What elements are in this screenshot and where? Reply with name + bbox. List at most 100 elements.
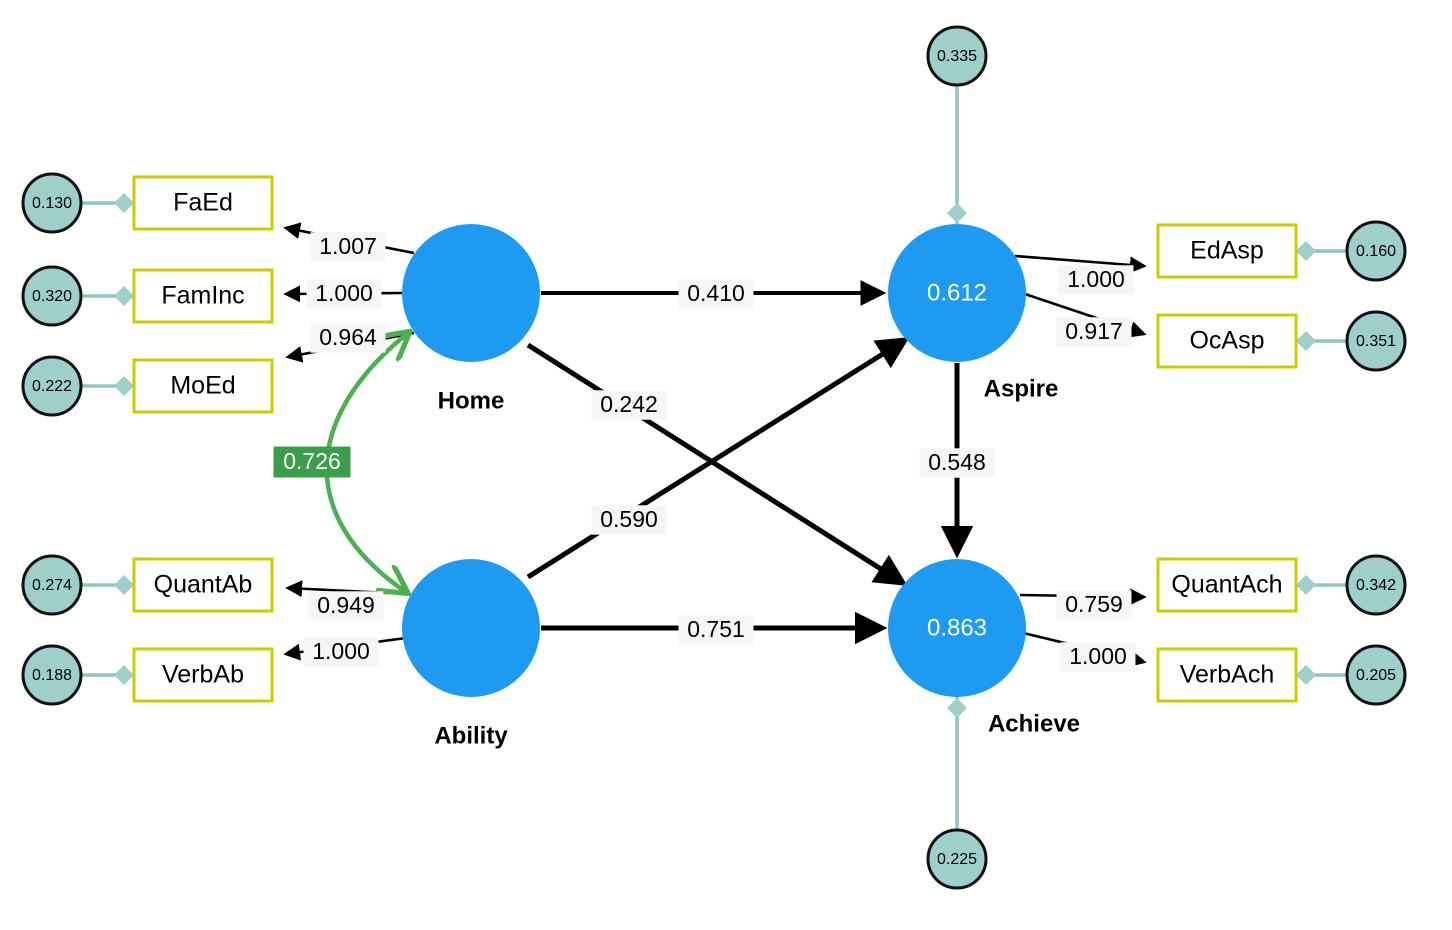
residual-value-res-quantab: 0.274 [32, 577, 72, 594]
residual-diamond-res-faminc [114, 286, 134, 306]
residual-node-res-quantach[interactable]: 0.342 [1345, 554, 1407, 616]
residual-value-res-edasp: 0.160 [1356, 243, 1396, 260]
residual-node-dist-aspire[interactable]: 0.335 [926, 25, 988, 87]
residual-diamond-res-verbach [1296, 665, 1316, 685]
residual-nodes-layer: 0.130 0.320 0.222 0.274 0.188 0.160 0.351 0.342… [21, 25, 1407, 890]
residual-value-res-faminc: 0.320 [32, 288, 72, 305]
observed-box-verbach [1156, 647, 1298, 703]
edge-label-background [310, 323, 386, 353]
latent-circle-ability [402, 559, 540, 697]
residual-circle-res-verbab [21, 644, 83, 706]
residual-circle-dist-aspire [926, 25, 988, 87]
observed-box-ocasp [1156, 313, 1298, 369]
edge-label-background [1058, 265, 1134, 295]
covariance-edge[interactable]: 0.726 [273, 333, 409, 592]
residual-node-res-verbab[interactable]: 0.188 [21, 644, 83, 706]
observed-label-faed: FaEd [173, 189, 233, 217]
edge-label-value: 0.964 [319, 324, 377, 350]
residual-circle-res-quantab [21, 554, 83, 616]
edge-label-value: 0.548 [928, 449, 986, 475]
residual-node-res-edasp[interactable]: 0.160 [1345, 220, 1407, 282]
observed-label-edasp: EdAsp [1190, 237, 1264, 265]
edge-label-value: 1.000 [312, 638, 370, 664]
residual-diamond-res-faed [114, 193, 134, 213]
edge-label-background [1056, 317, 1132, 347]
edge-label-background [310, 232, 386, 262]
residual-value-res-ocasp: 0.351 [1356, 333, 1396, 350]
path-ability-aspire[interactable] [526, 337, 910, 580]
path-home-achieve[interactable] [526, 342, 908, 586]
observed-label-moed: MoEd [170, 372, 235, 400]
edge-label-background [308, 591, 384, 621]
latent-name-ability: Ability [434, 722, 508, 749]
edge-label-value: 0.590 [600, 506, 658, 532]
latent-variable-ability[interactable]: Ability [402, 559, 540, 749]
residual-circle-res-moed [21, 355, 83, 417]
observed-variable-verbach[interactable]: VerbAch [1156, 647, 1298, 703]
residual-diamond-res-verbab [114, 665, 134, 685]
residual-value-dist-achieve: 0.225 [937, 851, 977, 868]
observed-variable-verbab[interactable]: VerbAb [132, 647, 274, 703]
residual-node-res-quantab[interactable]: 0.274 [21, 554, 83, 616]
edge-label-value: 1.000 [315, 280, 373, 306]
latent-circle-aspire [888, 224, 1026, 362]
observed-box-verbab [132, 647, 274, 703]
edge-label-value: 1.000 [1067, 266, 1125, 292]
observed-box-quantach [1156, 557, 1298, 613]
observed-label-faminc: FamInc [161, 282, 244, 310]
residual-diamond-res-quantab [114, 575, 134, 595]
observed-variable-faminc[interactable]: FamInc [132, 268, 274, 324]
residual-circle-res-faed [21, 172, 83, 234]
observed-variable-ocasp[interactable]: OcAsp [1156, 313, 1298, 369]
observed-variable-quantach[interactable]: QuantAch [1156, 557, 1298, 613]
residual-value-res-quantach: 0.342 [1356, 577, 1396, 594]
observed-variable-faed[interactable]: FaEd [132, 175, 274, 231]
observed-box-moed [132, 358, 274, 414]
observed-box-quantab [132, 557, 274, 613]
latent-name-aspire: Aspire [984, 375, 1059, 402]
residual-diamond-dist-achieve [947, 698, 967, 718]
residual-value-res-verbach: 0.205 [1356, 667, 1396, 684]
residual-circle-res-quantach [1345, 554, 1407, 616]
latent-rsquared-aspire: 0.612 [927, 279, 987, 306]
edge-label-value: 1.007 [319, 233, 377, 259]
edge-label-value: 0.410 [687, 280, 745, 306]
observed-label-verbab: VerbAb [162, 661, 244, 689]
edge-labels-layer: 1.0071.0000.9640.9491.0001.0000.9170.759… [303, 232, 1136, 672]
edge-label-value: 1.000 [1069, 643, 1127, 669]
latent-name-achieve: Achieve [988, 710, 1080, 737]
edge-label-background [1060, 642, 1136, 672]
residual-node-res-ocasp[interactable]: 0.351 [1345, 310, 1407, 372]
edge-label-background [1056, 590, 1132, 620]
residual-node-dist-achieve[interactable]: 0.225 [926, 828, 988, 890]
covariance-label: 0.726 [283, 448, 341, 474]
load-aspire-edasp[interactable] [1014, 254, 1147, 274]
edge-label-value: 0.242 [600, 391, 658, 417]
observed-label-quantach: QuantAch [1171, 571, 1282, 599]
latent-variable-home[interactable]: Home [402, 224, 540, 414]
edge-label-background [919, 448, 995, 478]
residual-node-res-moed[interactable]: 0.222 [21, 355, 83, 417]
observed-variable-quantab[interactable]: QuantAb [132, 557, 274, 613]
edge-label-background [591, 505, 667, 535]
edge-label-background [306, 279, 382, 309]
latent-name-home: Home [438, 387, 505, 414]
observed-label-verbach: VerbAch [1180, 661, 1275, 689]
residual-diamond-dist-aspire [947, 203, 967, 223]
latent-rsquared-achieve: 0.863 [927, 614, 987, 641]
residual-circle-res-edasp [1345, 220, 1407, 282]
observed-variable-edasp[interactable]: EdAsp [1156, 223, 1298, 279]
residual-node-res-verbach[interactable]: 0.205 [1345, 644, 1407, 706]
residual-node-res-faminc[interactable]: 0.320 [21, 265, 83, 327]
residual-value-res-faed: 0.130 [32, 195, 72, 212]
residual-diamond-res-edasp [1296, 241, 1316, 261]
residual-value-res-verbab: 0.188 [32, 667, 72, 684]
edge-label-background [678, 615, 754, 645]
observed-variable-moed[interactable]: MoEd [132, 358, 274, 414]
residual-node-res-faed[interactable]: 0.130 [21, 172, 83, 234]
